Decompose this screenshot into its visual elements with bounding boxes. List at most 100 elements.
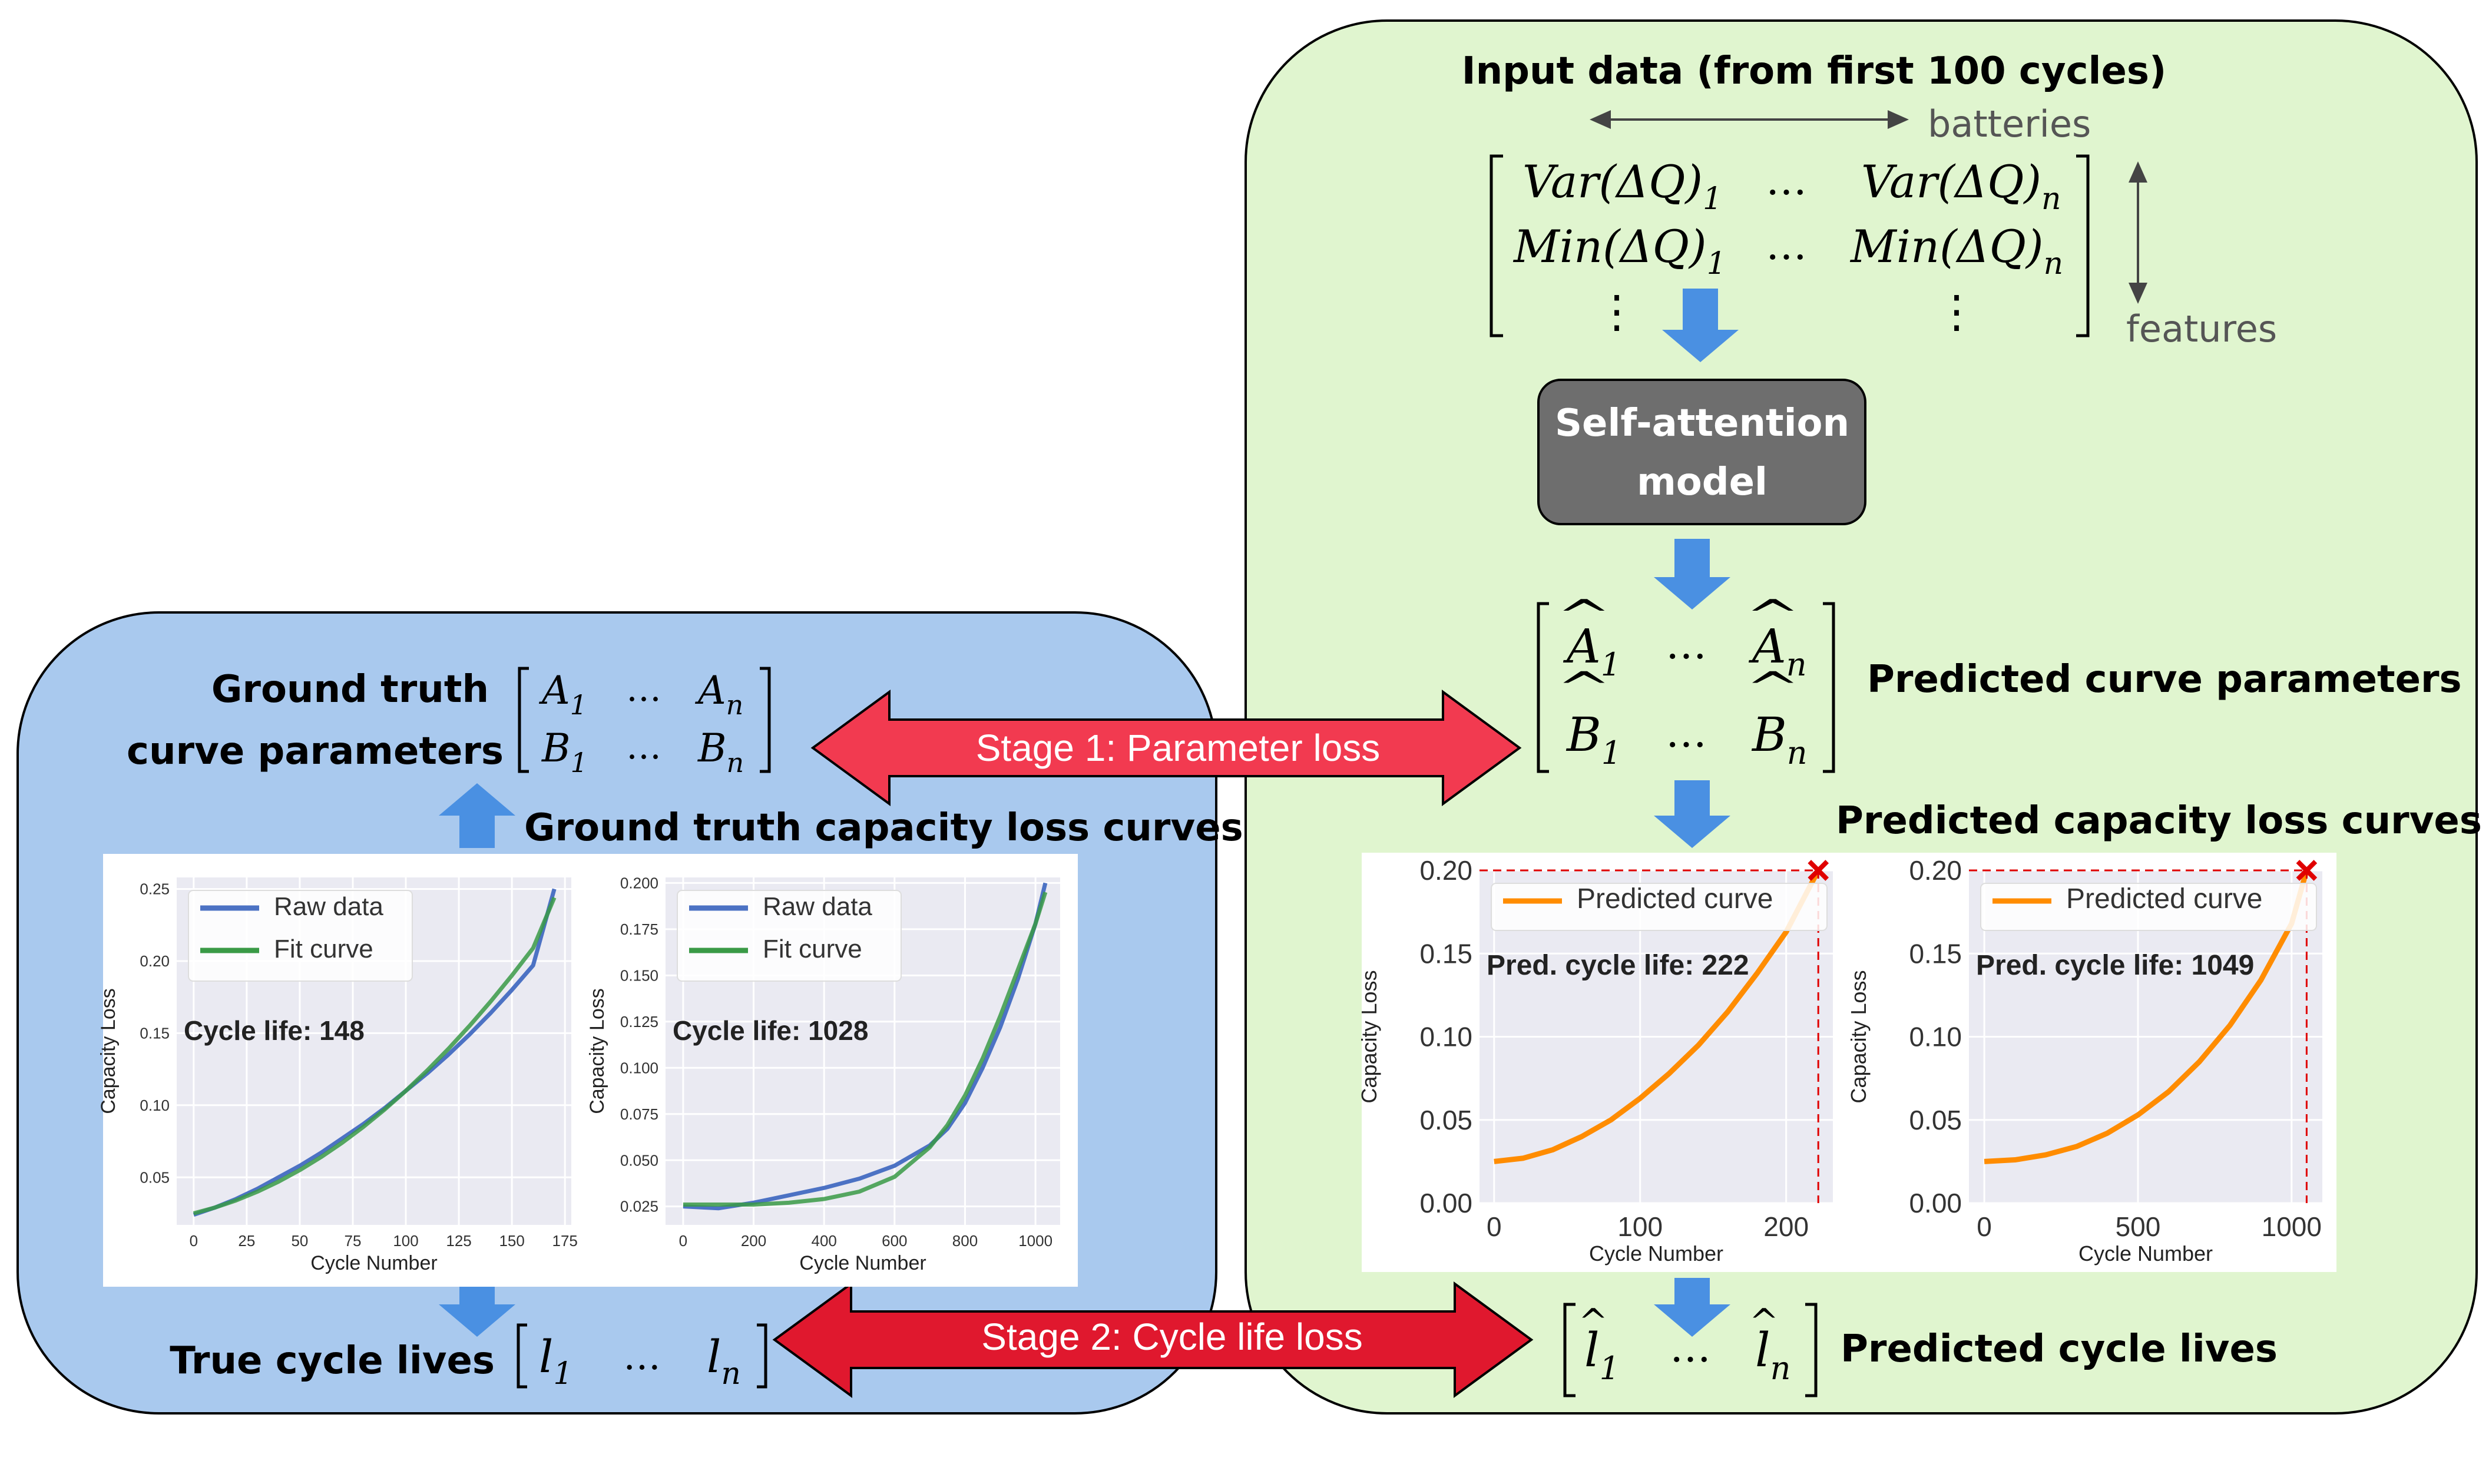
svg-text:^: ^ — [1556, 664, 1611, 713]
input-matrix-vdots-right: ⋮ — [1934, 285, 1979, 337]
legend-label: Predicted curve — [1577, 883, 1773, 915]
predicted-life-marker — [1808, 860, 1829, 881]
svg-text:^: ^ — [1745, 664, 1800, 713]
pred-params-right-bracket — [1823, 602, 1835, 773]
features-label: features — [2126, 307, 2277, 350]
true-lives-label: True cycle lives — [170, 1339, 495, 1383]
x-tick-label: 600 — [882, 1232, 907, 1250]
y-tick-label: 0.075 — [620, 1105, 658, 1123]
input-matrix-row2-dots: … — [1766, 221, 1807, 269]
x-tick-label: 0 — [1487, 1211, 1502, 1242]
pred-param-an: ^ An — [1745, 591, 1806, 683]
x-tick-label: 200 — [1763, 1211, 1809, 1242]
y-tick-label: 0.20 — [1909, 855, 1962, 886]
batteries-label: batteries — [1928, 102, 2091, 145]
pred-lives-right-bracket — [1805, 1303, 1818, 1397]
series-line-predicted-curve — [1494, 869, 1821, 1164]
svg-text:An: An — [1748, 619, 1807, 683]
y-tick-label: 0.20 — [140, 952, 170, 970]
true-lives-right-bracket — [757, 1323, 767, 1389]
true-life-l1: l1 — [539, 1330, 572, 1392]
true-lives-dots: … — [623, 1335, 661, 1379]
input-matrix-row1-left: Var(ΔQ)1 — [1522, 155, 1722, 217]
legend-label: Fit curve — [763, 935, 862, 963]
gt-params-right-bracket — [760, 667, 771, 773]
down-arrow-to-params — [1654, 539, 1730, 610]
series-line-predicted-curve — [1984, 869, 2309, 1164]
cycle-life-annotation: Cycle life: 1028 — [673, 1015, 868, 1046]
svg-text:Bn: Bn — [1751, 707, 1808, 771]
legend-label: Raw data — [274, 892, 383, 921]
x-tick-label: 400 — [812, 1232, 837, 1250]
x-tick-label: 75 — [345, 1232, 362, 1250]
pred-lives-label: Predicted cycle lives — [1841, 1327, 2278, 1371]
pred-lives-dots: … — [1670, 1323, 1711, 1372]
legend-box — [677, 890, 902, 982]
model-label-line2: model — [1637, 461, 1768, 504]
y-tick-label: 0.25 — [140, 880, 170, 898]
model-label-line1: Self-attention — [1555, 402, 1849, 445]
input-matrix-left-bracket — [1490, 154, 1503, 337]
y-tick-label: 0.05 — [1419, 1105, 1472, 1135]
pred-param-b1: ^ B1 — [1556, 664, 1621, 771]
svg-text:ln: ln — [1755, 1323, 1790, 1387]
input-matrix-row2-right: Min(ΔQ)n — [1849, 220, 2063, 281]
pred-lives-left-bracket — [1563, 1303, 1576, 1397]
legend-box — [188, 890, 413, 982]
gt-param-an: An — [694, 668, 743, 721]
gt-params-left-bracket — [518, 667, 529, 773]
y-tick-label: 0.175 — [620, 920, 658, 938]
x-tick-label: 50 — [291, 1232, 308, 1250]
x-tick-label: 100 — [1617, 1211, 1663, 1242]
legend-label: Fit curve — [274, 935, 373, 963]
y-tick-label: 0.050 — [620, 1151, 658, 1169]
pred-param-b-dots: … — [1666, 708, 1707, 757]
pred-param-bn: ^ Bn — [1745, 664, 1807, 771]
input-matrix-row1-right: Var(ΔQ)n — [1861, 155, 2061, 217]
gt-param-bn: Bn — [697, 726, 744, 779]
input-matrix-vdots-left: ⋮ — [1594, 285, 1639, 337]
x-axis-label: Cycle Number — [2078, 1241, 2213, 1266]
gt-param-a-dots: … — [626, 668, 661, 710]
y-tick-label: 0.150 — [620, 966, 658, 984]
series-line-fit-curve — [193, 896, 557, 1215]
x-tick-label: 0 — [190, 1232, 198, 1250]
predicted-life-marker — [2296, 860, 2318, 881]
y-tick-label: 0.15 — [1909, 938, 1962, 969]
y-tick-label: 0.15 — [140, 1024, 170, 1042]
y-tick-label: 0.05 — [1909, 1105, 1962, 1135]
y-tick-label: 0.05 — [140, 1168, 170, 1186]
svg-text:l1: l1 — [1584, 1323, 1620, 1387]
legend-label: Raw data — [763, 892, 872, 921]
svg-text:^: ^ — [1745, 591, 1800, 640]
x-tick-label: 25 — [238, 1232, 255, 1250]
svg-text:^: ^ — [1749, 1301, 1779, 1343]
x-axis-label: Cycle Number — [1589, 1241, 1723, 1266]
x-tick-label: 0 — [1977, 1211, 1992, 1242]
y-tick-label: 0.125 — [620, 1013, 658, 1031]
y-axis-label: Capacity Loss — [97, 988, 120, 1114]
legend-box — [1980, 883, 2317, 931]
gt-param-b-dots: … — [626, 726, 661, 767]
x-tick-label: 100 — [393, 1232, 418, 1250]
input-matrix-right-bracket — [2076, 154, 2090, 337]
gt-curves-label: Ground truth capacity loss curves — [524, 806, 1243, 850]
pred-life-l1: ^ l1 — [1578, 1301, 1620, 1387]
cycle-life-annotation: Pred. cycle life: 222 — [1487, 950, 1749, 981]
true-lives-left-bracket — [517, 1323, 527, 1389]
y-axis-label: Capacity Loss — [586, 988, 608, 1114]
series-line-fit-curve — [683, 892, 1048, 1207]
x-tick-label: 0 — [679, 1232, 687, 1250]
pred-life-ln: ^ ln — [1749, 1301, 1791, 1387]
up-arrow-to-gt-params — [439, 783, 515, 848]
x-tick-label: 200 — [741, 1232, 766, 1250]
gt-param-b1: B1 — [541, 726, 588, 779]
legend-label: Predicted curve — [2066, 883, 2263, 915]
x-tick-label: 1000 — [1018, 1232, 1052, 1250]
y-tick-label: 0.00 — [1909, 1188, 1962, 1218]
y-tick-label: 0.100 — [620, 1059, 658, 1076]
pred-params-left-bracket — [1537, 602, 1549, 773]
